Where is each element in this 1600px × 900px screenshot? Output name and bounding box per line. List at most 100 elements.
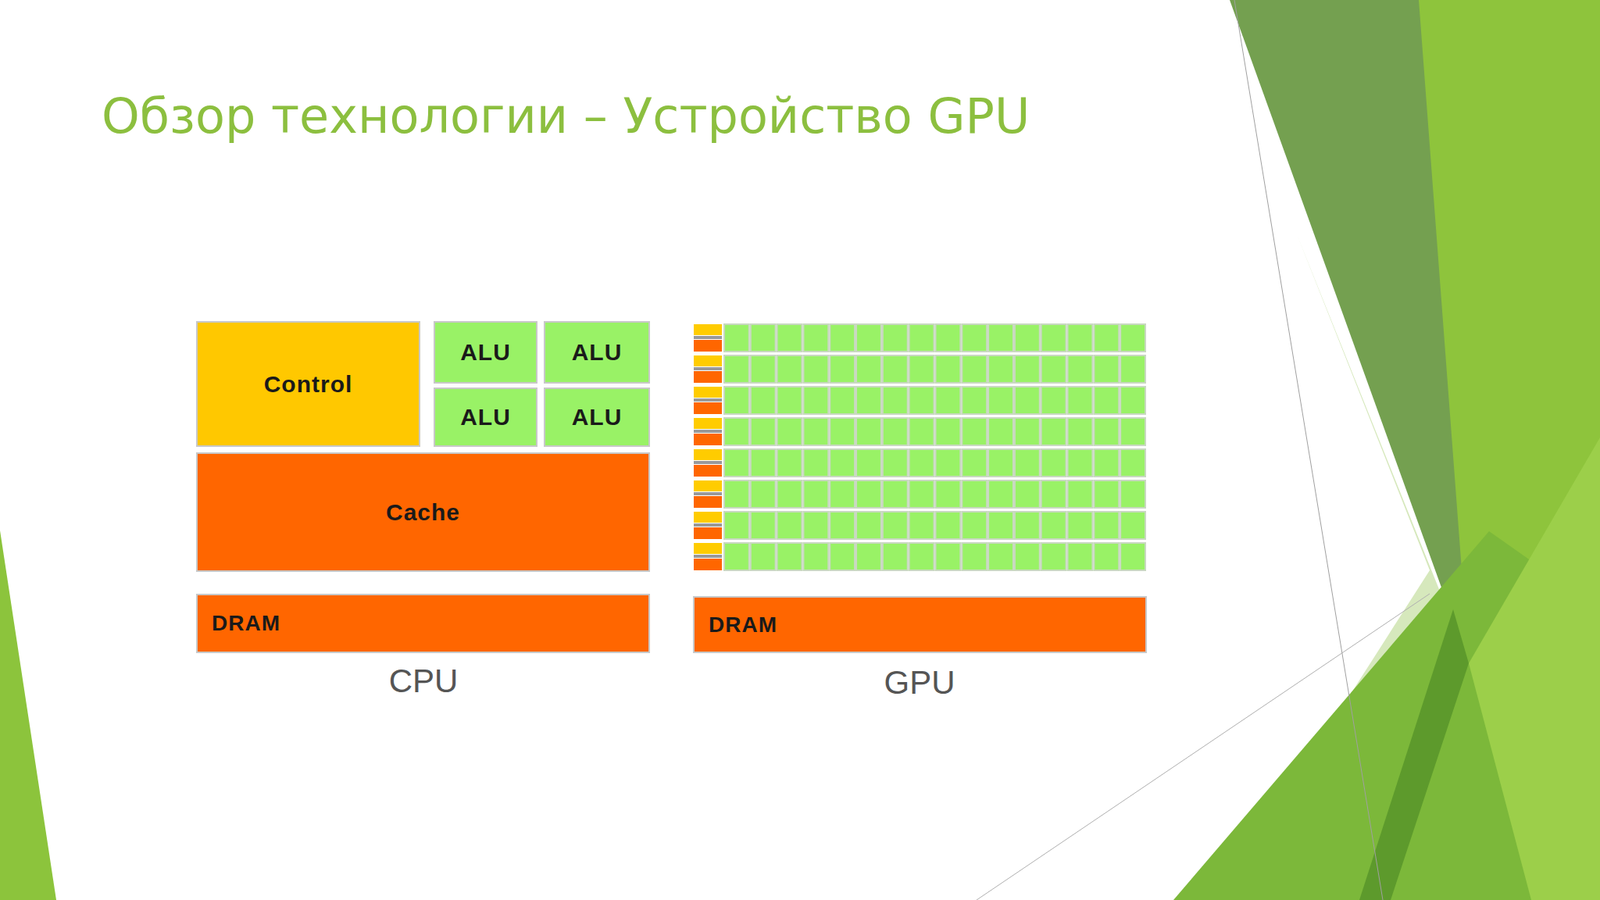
gpu-row (693, 386, 1146, 415)
gpu-alu (1041, 386, 1067, 415)
gpu-alu (961, 449, 987, 477)
gpu-alu (909, 324, 935, 352)
block-label: ALU (571, 403, 623, 431)
gpu-alu (829, 386, 855, 415)
gpu-alu (750, 542, 776, 571)
gpu-alu (777, 542, 803, 571)
gpu-alu (1093, 449, 1119, 477)
gpu-alu (909, 511, 935, 540)
gpu-alu (750, 417, 776, 446)
gpu-alu (935, 324, 961, 352)
gpu-alu (988, 542, 1014, 571)
gpu-alu (803, 449, 829, 477)
gpu-control (693, 355, 722, 367)
gpu-alu (777, 355, 803, 383)
block-label: DRAM (708, 612, 778, 638)
block-label: Control (264, 371, 354, 398)
gpu-alu (988, 355, 1014, 383)
gpu-alu (909, 386, 935, 415)
block-label: ALU (460, 339, 511, 366)
gpu-alu (829, 542, 855, 571)
gpu-alu (777, 417, 803, 446)
gpu-alu (1014, 480, 1040, 508)
dram-block: DRAM (692, 596, 1147, 654)
gpu-alu (724, 417, 750, 446)
gpu-cache (693, 402, 722, 415)
gpu-alu (750, 324, 776, 352)
gpu-alu (856, 324, 882, 352)
gpu-divider (693, 492, 722, 496)
gpu-alu (935, 449, 961, 477)
gpu-alu (829, 511, 855, 540)
gpu-alu (1120, 511, 1146, 540)
gpu-alu (803, 542, 829, 571)
gpu-alu (882, 355, 908, 383)
gpu-alu (856, 355, 882, 383)
gpu-alu (882, 386, 908, 415)
gpu-alu (1041, 480, 1067, 508)
gpu-alu (777, 511, 803, 540)
gpu-alu (724, 386, 750, 415)
gpu-control (693, 449, 722, 461)
gpu-cache (693, 371, 722, 383)
gpu-row (693, 511, 1146, 540)
gpu-alu (1014, 511, 1040, 540)
gpu-alu (1067, 480, 1093, 508)
gpu-alu (750, 480, 776, 508)
alu-block: ALU (433, 321, 538, 384)
gpu-alu (988, 324, 1014, 352)
gpu-alu (856, 449, 882, 477)
gpu-divider (693, 554, 722, 558)
gpu-alu (724, 355, 750, 383)
gpu-alu (1120, 324, 1146, 352)
gpu-alu (882, 449, 908, 477)
alu-block: ALU (433, 387, 538, 447)
gpu-alu (909, 449, 935, 477)
block-label: Cache (385, 499, 461, 526)
gpu-alu (988, 511, 1014, 540)
gpu-alu (1041, 449, 1067, 477)
gpu-cache (693, 558, 722, 571)
gpu-alu (961, 542, 987, 571)
gpu-alu (750, 449, 776, 477)
gpu-alu (882, 324, 908, 352)
gpu-alu (961, 386, 987, 415)
gpu-alu (935, 511, 961, 540)
gpu-cache (693, 464, 722, 477)
gpu-control (693, 511, 722, 523)
diagram-caption: CPU (389, 662, 459, 700)
gpu-alu (988, 480, 1014, 508)
gpu-alu (1093, 386, 1119, 415)
gpu-alu (829, 417, 855, 446)
alu-block: ALU (543, 387, 650, 447)
gpu-alu (803, 480, 829, 508)
gpu-alu (935, 386, 961, 415)
gpu-alu (1014, 355, 1040, 383)
gpu-alu (829, 355, 855, 383)
gpu-alu (1120, 386, 1146, 415)
gpu-alu (1041, 324, 1067, 352)
gpu-alu (777, 480, 803, 508)
gpu-alu (777, 324, 803, 352)
gpu-divider (693, 367, 722, 371)
gpu-row (693, 480, 1146, 508)
gpu-alu (1067, 386, 1093, 415)
gpu-alu (1041, 417, 1067, 446)
gpu-alu (803, 355, 829, 383)
gpu-alu (1041, 355, 1067, 383)
gpu-cache (693, 527, 722, 540)
gpu-alu (1014, 542, 1040, 571)
gpu-alu (1093, 324, 1119, 352)
gpu-control (693, 324, 722, 336)
gpu-alu (988, 417, 1014, 446)
gpu-row (693, 417, 1146, 446)
gpu-alu (777, 449, 803, 477)
gpu-alu (750, 511, 776, 540)
gpu-alu (1014, 386, 1040, 415)
gpu-alu (909, 355, 935, 383)
gpu-alu (935, 480, 961, 508)
dram-block: DRAM (196, 593, 650, 654)
gpu-cache (693, 496, 722, 508)
gpu-alu (1067, 449, 1093, 477)
gpu-alu (829, 480, 855, 508)
